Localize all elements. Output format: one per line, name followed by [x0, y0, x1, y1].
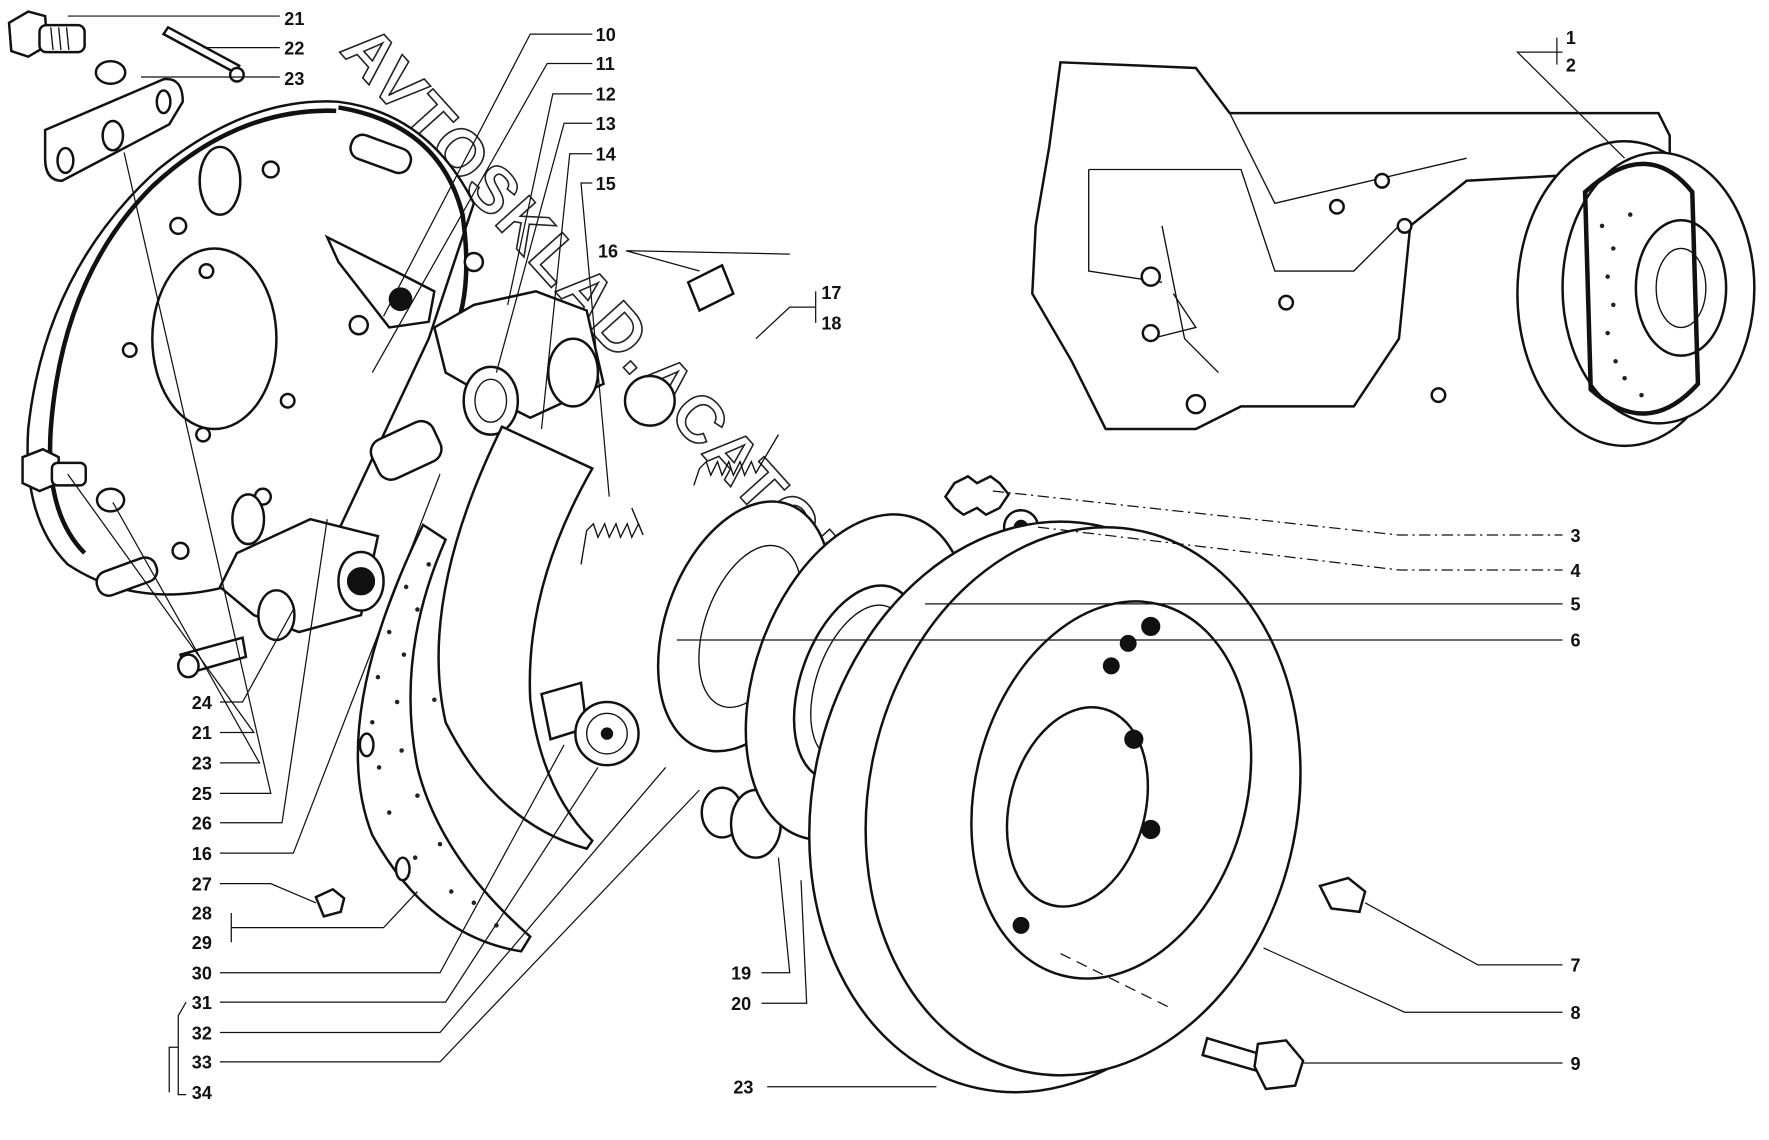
leader-lines: [67, 15, 1626, 1096]
callout-33: 33: [192, 1053, 212, 1073]
callout-23-top: 23: [284, 69, 304, 89]
callout-18: 18: [821, 314, 841, 334]
callout-27: 27: [192, 874, 212, 894]
callout-31: 31: [192, 993, 212, 1013]
brake-shoe: [314, 425, 595, 953]
callout-16-mid: 16: [598, 241, 618, 261]
callout-3: 3: [1570, 526, 1580, 546]
expander-assembly: [21, 234, 606, 679]
callout-4: 4: [1570, 561, 1580, 581]
callout-9: 9: [1570, 1054, 1580, 1074]
callout-1: 1: [1566, 28, 1576, 48]
adjuster-and-hub-parts: [540, 263, 782, 859]
axle-housing-assembly: [1031, 61, 1756, 448]
callout-21-top: 21: [284, 9, 304, 29]
callout-25: 25: [192, 784, 212, 804]
callout-2: 2: [1566, 55, 1576, 75]
callout-7: 7: [1570, 956, 1580, 976]
callout-34: 34: [192, 1083, 212, 1103]
callout-30: 30: [192, 964, 212, 984]
callout-23-bottom: 23: [733, 1077, 753, 1097]
callout-19: 19: [731, 964, 751, 984]
callout-17: 17: [821, 283, 841, 303]
brake-drum: [808, 520, 1302, 1094]
callout-5: 5: [1570, 595, 1580, 615]
callout-23-left: 23: [192, 754, 212, 774]
callout-26: 26: [192, 813, 212, 833]
callout-20: 20: [731, 994, 751, 1014]
callout-24: 24: [192, 693, 212, 713]
callout-11: 11: [596, 54, 615, 74]
callout-21-left: 21: [192, 723, 212, 743]
callout-10: 10: [596, 25, 616, 45]
callout-16-left: 16: [192, 844, 212, 864]
callout-29: 29: [192, 933, 212, 953]
callout-8: 8: [1570, 1003, 1580, 1023]
callout-22: 22: [284, 38, 304, 58]
callout-14: 14: [596, 144, 616, 164]
bolt-washer-plate-group: [7, 10, 245, 183]
callout-13: 13: [596, 114, 616, 134]
callout-labels: 21 22 23 10 11 12 13 14 15 16 17 18 1 2 …: [192, 9, 1581, 1103]
callout-15: 15: [596, 174, 616, 194]
callout-32: 32: [192, 1023, 212, 1043]
callout-28: 28: [192, 904, 212, 924]
brake-backing-plate: [26, 100, 476, 597]
callout-6: 6: [1570, 631, 1580, 651]
callout-12: 12: [596, 85, 616, 105]
